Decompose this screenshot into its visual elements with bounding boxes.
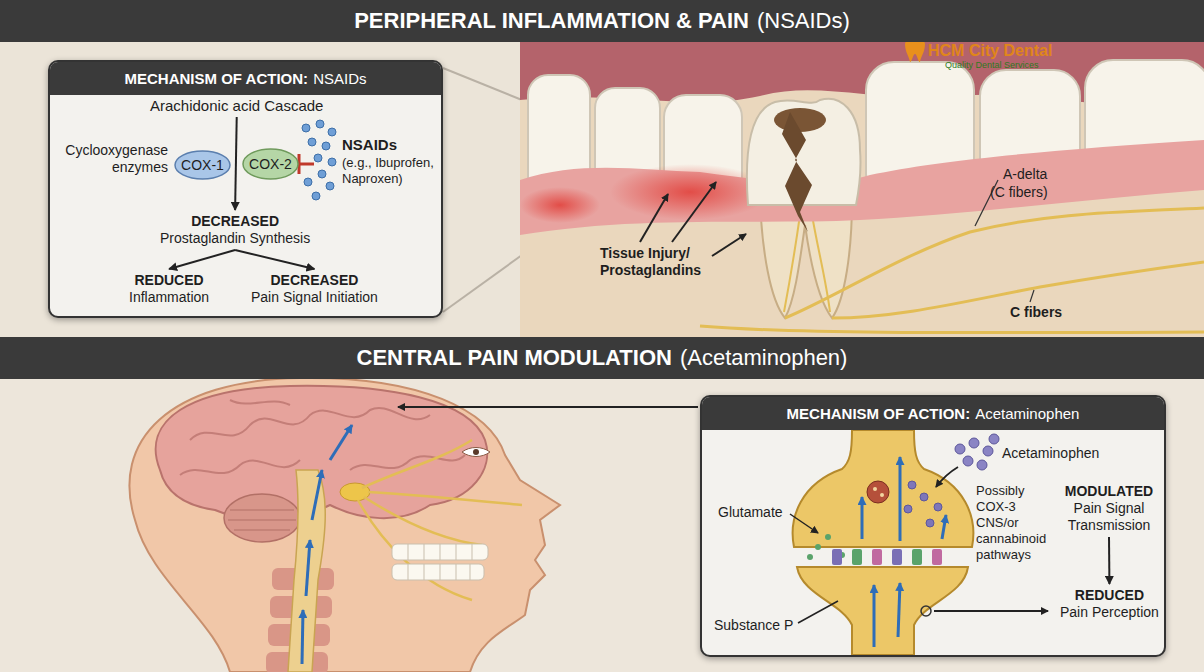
transmitter-label: Glutamate <box>718 504 783 521</box>
section-subtitle: (NSAIDs) <box>757 8 850 34</box>
nerve-label: A-delta <box>1003 166 1047 183</box>
ellipse-shape <box>175 151 230 179</box>
nerve-label: (C fibers) <box>990 184 1048 201</box>
flow-arrow <box>235 117 237 210</box>
logo-tagline: Quality Dental Services <box>945 59 1039 71</box>
panel-heading-topic: Acetaminophen <box>975 405 1079 422</box>
label-holder: Possibly COX-3 CNS/or cannabinoid pathwa… <box>976 483 1054 563</box>
process-step: Arachidonic acid Cascade <box>150 97 323 114</box>
pathway-note: Possibly COX-3 CNS/or cannabinoid pathwa… <box>976 483 1054 563</box>
enzyme-ellipse: COX-1 <box>174 150 231 180</box>
enzyme-label: Cyclooxygenase enzymes <box>56 142 168 176</box>
panel-header: MECHANISM OF ACTION:NSAIDs <box>50 62 441 95</box>
label-holder: Glutamate <box>718 504 783 521</box>
label-holder: Tissue Injury/ Prostaglandins <box>600 245 712 279</box>
ellipse-shape <box>243 149 298 179</box>
label-holder: (e.g., Ibuprofen, Naproxen) <box>342 155 438 187</box>
process-step: MODULATEDPain Signal Transmission <box>1057 483 1161 534</box>
section-band: PERIPHERAL INFLAMMATION & PAIN (NSAIDs) <box>0 0 1204 42</box>
label-holder: Acetaminophen <box>1002 445 1099 462</box>
panel-heading: MECHANISM OF ACTION: <box>787 405 971 422</box>
flow-arrow <box>169 250 235 269</box>
section-band: CENTRAL PAIN MODULATION (Acetaminophen) <box>0 337 1204 379</box>
nerve-label: C fibers <box>1010 304 1062 321</box>
step-keyword: REDUCED <box>129 272 209 289</box>
process-step: DECREASEDProstaglandin Synthesis <box>160 213 310 247</box>
drug-label: Acetaminophen <box>1002 445 1099 462</box>
flow-arrow <box>235 250 314 269</box>
mechanism-panel: MECHANISM OF ACTION:AcetaminophenMODULAT… <box>700 395 1166 657</box>
flow-arrow <box>1108 537 1110 584</box>
outcome-step: DECREASEDPain Signal Initiation <box>251 272 378 306</box>
transmitter-label: Substance P <box>714 617 793 634</box>
logo-text: HCM City Dental <box>928 41 1052 60</box>
label-holder: Quality Dental Services <box>945 59 1039 71</box>
enzyme-ellipse: COX-2 <box>242 148 299 180</box>
step-text: Prostaglandin Synthesis <box>160 230 310 247</box>
outcome-step: REDUCEDPain Perception <box>1060 587 1159 621</box>
label-holder: A-delta <box>1003 166 1047 183</box>
drug-label: NSAIDs <box>342 136 397 154</box>
step-text: Inflammation <box>129 289 209 306</box>
label-holder: HCM City Dental <box>928 41 1052 60</box>
step-keyword: MODULATED <box>1057 483 1161 500</box>
panel-heading-topic: NSAIDs <box>313 70 366 87</box>
label-holder: Cyclooxygenase enzymes <box>56 142 168 176</box>
section-title: PERIPHERAL INFLAMMATION & PAIN <box>354 8 749 34</box>
drug-examples: (e.g., Ibuprofen, Naproxen) <box>342 155 438 187</box>
step-keyword: DECREASED <box>160 213 310 230</box>
label-holder: (C fibers) <box>990 184 1048 201</box>
label-holder: Substance P <box>714 617 793 634</box>
label-holder: C fibers <box>1010 304 1062 321</box>
section-subtitle: (Acetaminophen) <box>680 345 848 371</box>
step-keyword: REDUCED <box>1060 587 1159 604</box>
label-holder: NSAIDs <box>342 136 397 154</box>
step-text: Pain Perception <box>1060 604 1159 621</box>
step-text: Pain Signal Initiation <box>251 289 378 306</box>
step-text: Arachidonic acid Cascade <box>150 97 323 114</box>
step-text: Pain Signal Transmission <box>1057 500 1161 534</box>
panel-heading: MECHANISM OF ACTION: <box>125 70 309 87</box>
panel-header: MECHANISM OF ACTION:Acetaminophen <box>702 397 1164 430</box>
step-keyword: DECREASED <box>251 272 378 289</box>
outcome-step: REDUCEDInflammation <box>129 272 209 306</box>
enzyme-name: COX-2 <box>249 156 292 172</box>
mechanism-panel: MECHANISM OF ACTION:NSAIDsArachidonic ac… <box>48 60 443 318</box>
callout-label: Tissue Injury/ Prostaglandins <box>600 245 712 279</box>
section-title: CENTRAL PAIN MODULATION <box>357 345 672 371</box>
enzyme-name: COX-1 <box>181 157 224 173</box>
